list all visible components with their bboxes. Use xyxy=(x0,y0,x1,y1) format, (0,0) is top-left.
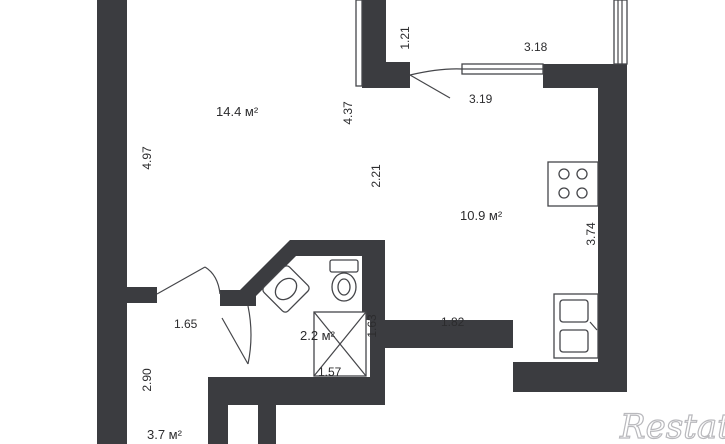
burner-icon xyxy=(576,168,588,180)
dimension-labels: 1.21 3.18 3.19 4.37 4.97 2.21 3.74 1.65 … xyxy=(140,26,598,392)
bathroom-area: 2.2 м² xyxy=(300,328,336,343)
top-pier-stub xyxy=(386,62,410,88)
dimension-1-21: 1.21 xyxy=(398,26,412,50)
dimension-3-19: 3.19 xyxy=(469,92,493,106)
dimension-2-90: 2.90 xyxy=(140,368,154,392)
burner-icon xyxy=(558,168,570,180)
bathroom-diagonal-wall xyxy=(240,240,385,306)
bath-door-leaf xyxy=(221,317,249,365)
hallway-wall-a xyxy=(208,377,228,444)
dimension-3-18: 3.18 xyxy=(524,40,548,54)
kitchen-bottom-wall xyxy=(385,320,513,348)
burner-icon xyxy=(576,187,588,199)
toilet-icon xyxy=(329,259,359,302)
dimension-4-97: 4.97 xyxy=(140,146,154,170)
stove xyxy=(547,161,599,207)
dimension-2-21: 2.21 xyxy=(369,164,383,188)
hallway-wall-b xyxy=(228,377,385,405)
hall-door-leaf xyxy=(156,266,206,295)
dimension-1-57: 1.57 xyxy=(318,365,342,379)
doors xyxy=(156,68,463,365)
windows xyxy=(355,0,628,87)
area-labels: 14.4 м² 10.9 м² 2.2 м² 3.7 м² xyxy=(147,104,503,442)
shower-tray-icon xyxy=(313,311,367,377)
balcony-door-swing xyxy=(409,68,463,76)
hall-door-swing xyxy=(204,266,221,295)
bath-door-swing xyxy=(247,305,252,365)
hallway-area: 3.7 м² xyxy=(147,427,183,442)
dimension-1-65: 1.65 xyxy=(174,317,198,331)
balcony-door-leaf xyxy=(409,74,451,99)
left-outer-wall xyxy=(97,0,127,444)
hallway-wall-c xyxy=(258,405,276,444)
top-window-pier xyxy=(362,0,386,88)
bathroom-right-wall xyxy=(362,244,385,320)
kitchen-area: 10.9 м² xyxy=(460,208,503,223)
living-room-area: 14.4 м² xyxy=(216,104,259,119)
walls xyxy=(97,0,627,444)
hall-left-wall-stub xyxy=(127,287,157,303)
dimension-1-82: 1.82 xyxy=(441,315,465,329)
dimension-4-37: 4.37 xyxy=(341,101,355,125)
kitchen-top-wall-right xyxy=(543,64,627,88)
bathroom-right-wall-lower xyxy=(370,318,385,382)
dimension-1-63: 1.63 xyxy=(365,314,379,338)
dimension-3-74: 3.74 xyxy=(584,222,598,246)
watermark-logo: Restate xyxy=(619,407,725,444)
kitchen-sink xyxy=(553,293,599,359)
window-top-right xyxy=(613,0,628,65)
washbasin-icon xyxy=(262,265,310,313)
window-top-left xyxy=(355,0,363,87)
burner-icon xyxy=(558,187,570,199)
